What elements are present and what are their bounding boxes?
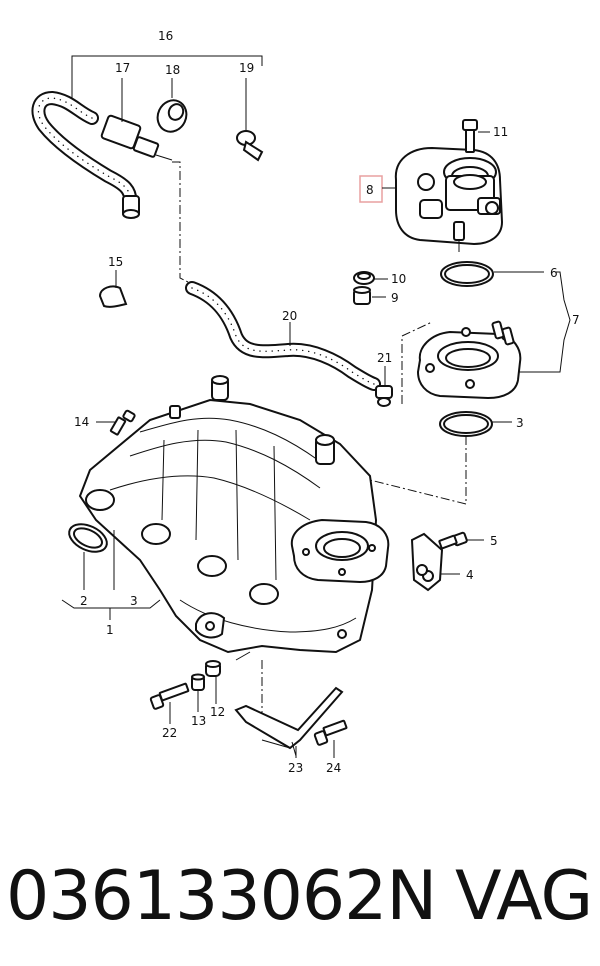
label-13: 13: [191, 714, 206, 728]
label-22: 22: [162, 726, 177, 740]
throttle-body-8: [394, 146, 504, 252]
seal-ring-18: [156, 78, 188, 133]
label-6: 6: [550, 266, 558, 280]
label-18: 18: [165, 63, 180, 77]
clip-15: [98, 270, 128, 308]
bolt-22: [149, 682, 190, 724]
sleeve-9: [353, 286, 386, 305]
sensor-4: [410, 532, 460, 592]
label-3-left: 3: [130, 594, 138, 608]
seal-6: [440, 261, 544, 287]
intake-manifold-1: [78, 375, 390, 654]
seal-2: [68, 523, 108, 590]
label-11: 11: [493, 125, 508, 139]
screw-11: [462, 119, 490, 153]
label-12: 12: [210, 705, 225, 719]
label-24: 24: [326, 761, 341, 775]
label-5: 5: [490, 534, 498, 548]
label-3-right: 3: [516, 416, 524, 430]
seal-12: [205, 660, 221, 704]
label-15: 15: [108, 255, 123, 269]
label-10: 10: [391, 272, 406, 286]
clamp-21: [375, 366, 393, 407]
label-2: 2: [80, 594, 88, 608]
label-16: 16: [158, 29, 173, 43]
clamp-19: [236, 78, 264, 162]
bracket-23: [234, 686, 344, 758]
label-4: 4: [466, 568, 474, 582]
brand-name: VAG: [455, 857, 593, 936]
bracket-1: [61, 599, 161, 609]
label-14: 14: [74, 415, 89, 429]
screw-14: [96, 409, 136, 436]
highlight-box-8: [359, 175, 383, 203]
label-23: 23: [288, 761, 303, 775]
label-1: 1: [106, 623, 114, 637]
part-number: 036133062N: [6, 857, 437, 936]
caption: 036133062N VAG: [0, 842, 600, 952]
label-20: 20: [282, 309, 297, 323]
bracket-16: [71, 55, 263, 66]
label-17: 17: [115, 61, 130, 75]
hose-20: [185, 281, 381, 391]
screw-5: [438, 531, 484, 550]
bracket-7: [556, 271, 571, 373]
flange-7: [416, 320, 556, 400]
sleeve-13: [191, 673, 205, 712]
valve-17: [100, 78, 173, 161]
label-9: 9: [391, 291, 399, 305]
hose-16: [31, 91, 140, 219]
clamp-10: [353, 271, 388, 285]
seal-3-right: [439, 411, 512, 437]
label-19: 19: [239, 61, 254, 75]
label-7: 7: [572, 313, 580, 327]
label-8: 8: [366, 183, 374, 197]
bolt-24: [313, 719, 348, 758]
label-21: 21: [377, 351, 392, 365]
